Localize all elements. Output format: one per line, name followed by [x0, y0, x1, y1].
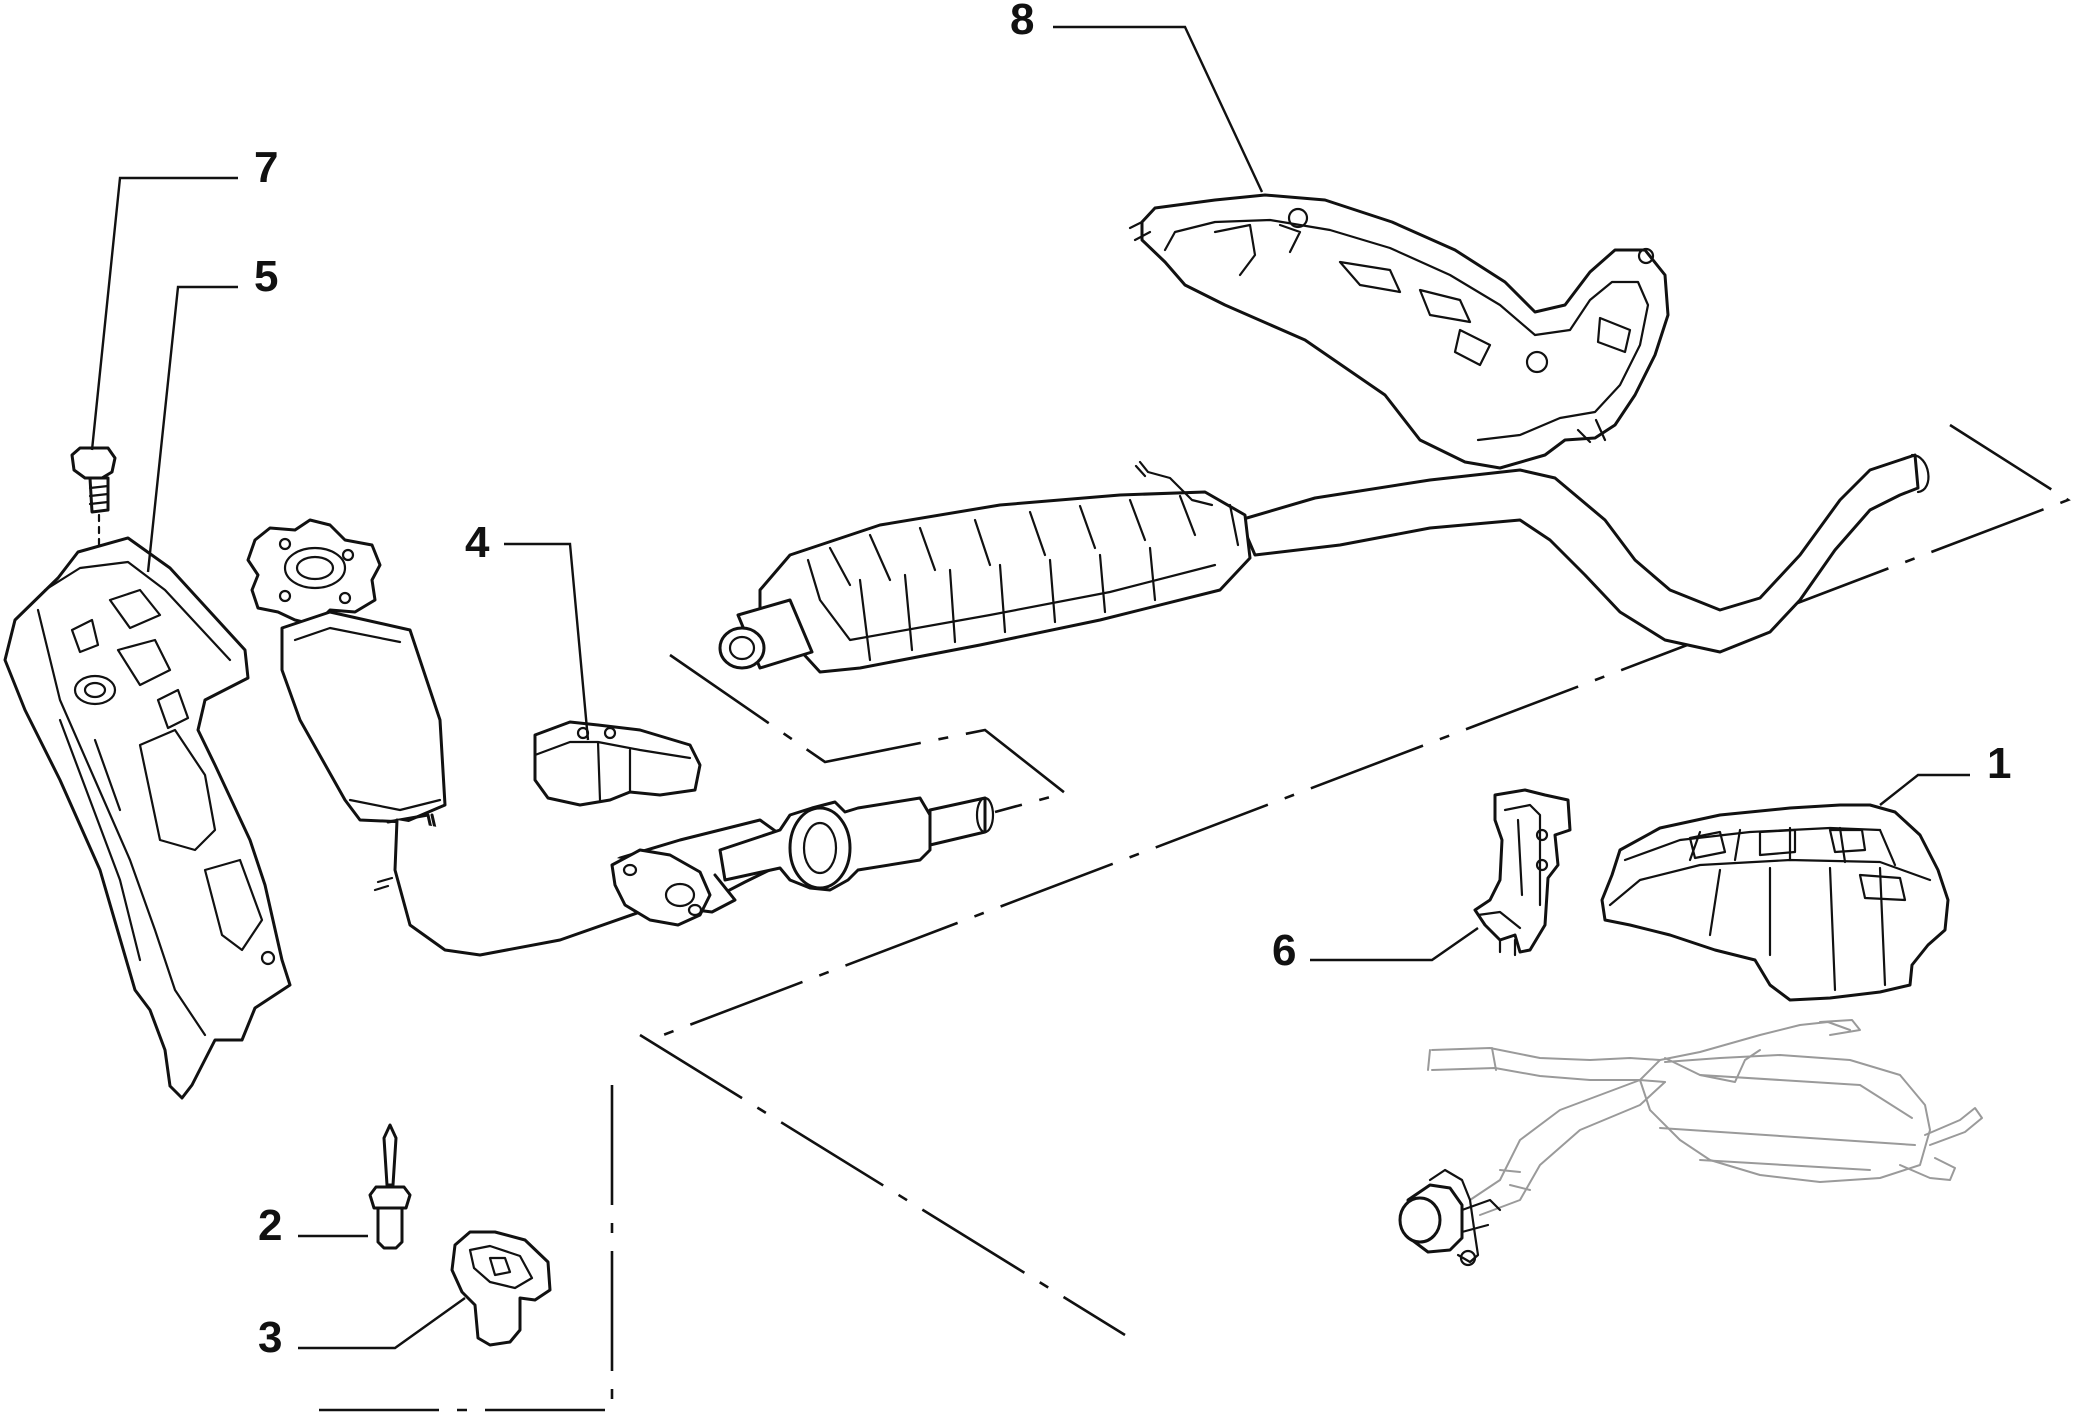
- callout-4: 4: [465, 518, 490, 567]
- callout-1: 1: [1987, 739, 2011, 788]
- center-muffler-with-pipe[interactable]: [718, 453, 1930, 674]
- mounting-bracket[interactable]: [1473, 788, 1572, 957]
- leader-lines: [90, 25, 1970, 1350]
- rivet-pin[interactable]: [368, 1123, 412, 1250]
- callout-5: 5: [254, 252, 278, 301]
- callout-7: 7: [254, 143, 278, 192]
- underbody-heat-shield[interactable]: [1128, 193, 1670, 470]
- rubber-grommet[interactable]: [450, 1230, 552, 1347]
- assembly-dash-lines: [305, 423, 2071, 1412]
- callout-labels: 1 2 3 4 5 6 7 8: [254, 0, 2011, 1362]
- leader-line-4: [504, 542, 590, 741]
- rubber-mount[interactable]: [533, 720, 702, 807]
- manifold-heat-shield[interactable]: [3, 536, 292, 1100]
- leader-line-8: [1053, 25, 1264, 193]
- front-pipe-with-catalytic-converter[interactable]: [246, 518, 995, 957]
- callout-8: 8: [1010, 0, 1034, 44]
- leader-line-7: [90, 176, 238, 451]
- callout-2: 2: [258, 1201, 282, 1250]
- rear-pipe-clamp[interactable]: [1398, 1168, 1502, 1267]
- bolt[interactable]: [70, 446, 117, 547]
- leader-line-6: [1310, 927, 1479, 962]
- callout-3: 3: [258, 1313, 282, 1362]
- leader-line-1: [1879, 773, 1970, 806]
- leader-line-5: [146, 285, 238, 573]
- rear-muffler-heat-shield[interactable]: [1600, 803, 1950, 1002]
- leader-line-3: [298, 1297, 466, 1350]
- callout-6: 6: [1272, 926, 1296, 975]
- rear-silencer-reference-outline: [1427, 1019, 1983, 1216]
